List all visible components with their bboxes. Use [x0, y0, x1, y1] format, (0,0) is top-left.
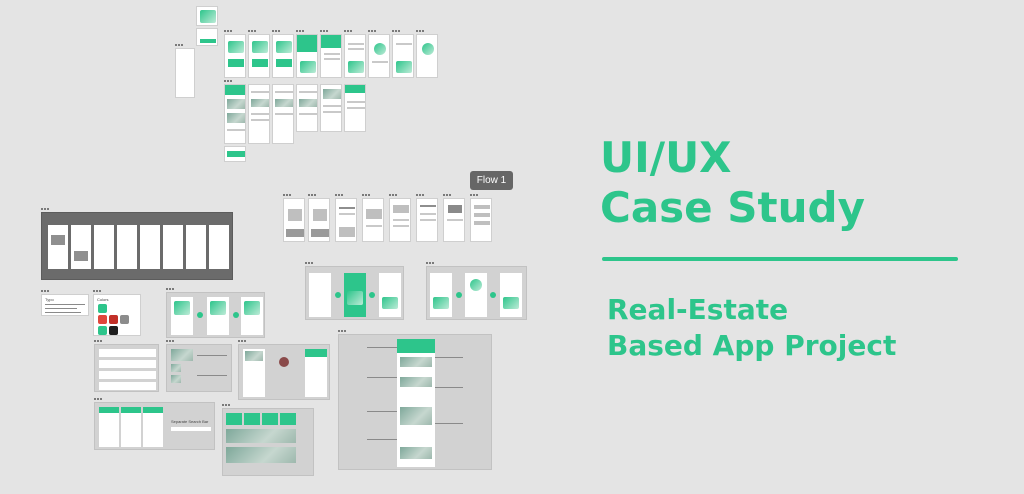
wireframe-3[interactable] — [335, 198, 357, 242]
artboard-success[interactable] — [416, 34, 438, 78]
artboard-blank[interactable] — [175, 48, 195, 98]
title-line-2: Case Study — [600, 183, 865, 232]
artboard-otp[interactable] — [392, 34, 414, 78]
artboard-home-7[interactable] — [224, 146, 246, 162]
listing-screens-board[interactable] — [222, 408, 314, 476]
signup-flow-group[interactable] — [305, 266, 404, 320]
login-flow-group[interactable] — [426, 266, 527, 320]
project-subtitle: Real-Estate Based App Project — [607, 292, 896, 364]
typography-board[interactable]: Typo — [41, 294, 89, 316]
separate-search-bar-label: Separate Search Bar — [171, 419, 209, 424]
artboard-home-3[interactable] — [272, 84, 294, 144]
wireframe-7[interactable] — [443, 198, 465, 242]
main-user-flow-board[interactable] — [338, 334, 492, 470]
artboard-home-4[interactable] — [296, 84, 318, 132]
artboard-login-green[interactable] — [320, 34, 342, 78]
artboard-welcome-mini[interactable] — [196, 28, 218, 46]
onboarding-flow-group[interactable] — [166, 292, 265, 338]
colors-label: Colors — [97, 297, 109, 302]
artboard-verify[interactable] — [368, 34, 390, 78]
wireframe-6[interactable] — [416, 198, 438, 242]
wireframe-1[interactable] — [283, 198, 305, 242]
artboard-splash-mini[interactable] — [196, 6, 218, 26]
artboard-home-2[interactable] — [248, 84, 270, 144]
artboard-home-1[interactable] — [224, 84, 246, 144]
flow-1-label[interactable]: Flow 1 — [470, 171, 513, 190]
title-line-1: UI/UX — [600, 133, 732, 182]
colors-board[interactable]: Colors — [93, 294, 141, 336]
wireframe-4[interactable] — [362, 198, 384, 242]
detail-screens-board[interactable] — [238, 344, 330, 400]
wireframe-board-dark[interactable] — [41, 212, 233, 280]
artboard-onboarding-3[interactable] — [272, 34, 294, 78]
typography-label: Typo — [45, 297, 54, 302]
subtitle-line-1: Real-Estate — [607, 293, 789, 326]
title-divider — [602, 257, 958, 261]
artboard-signup-green[interactable] — [296, 34, 318, 78]
case-study-title: UI/UX Case Study — [600, 133, 865, 233]
artboard-onboarding-2[interactable] — [248, 34, 270, 78]
search-components-board[interactable]: Separate Search Bar — [94, 402, 215, 450]
wireframe-5[interactable] — [389, 198, 411, 242]
card-components-board[interactable] — [166, 344, 232, 392]
subtitle-line-2: Based App Project — [607, 329, 897, 362]
artboard-onboarding-1[interactable] — [224, 34, 246, 78]
icon-components-board[interactable] — [94, 344, 159, 392]
artboard-form[interactable] — [344, 34, 366, 78]
artboard-home-6[interactable] — [344, 84, 366, 132]
wireframe-8[interactable] — [470, 198, 492, 242]
wireframe-2[interactable] — [308, 198, 330, 242]
artboard-home-5[interactable] — [320, 84, 342, 132]
